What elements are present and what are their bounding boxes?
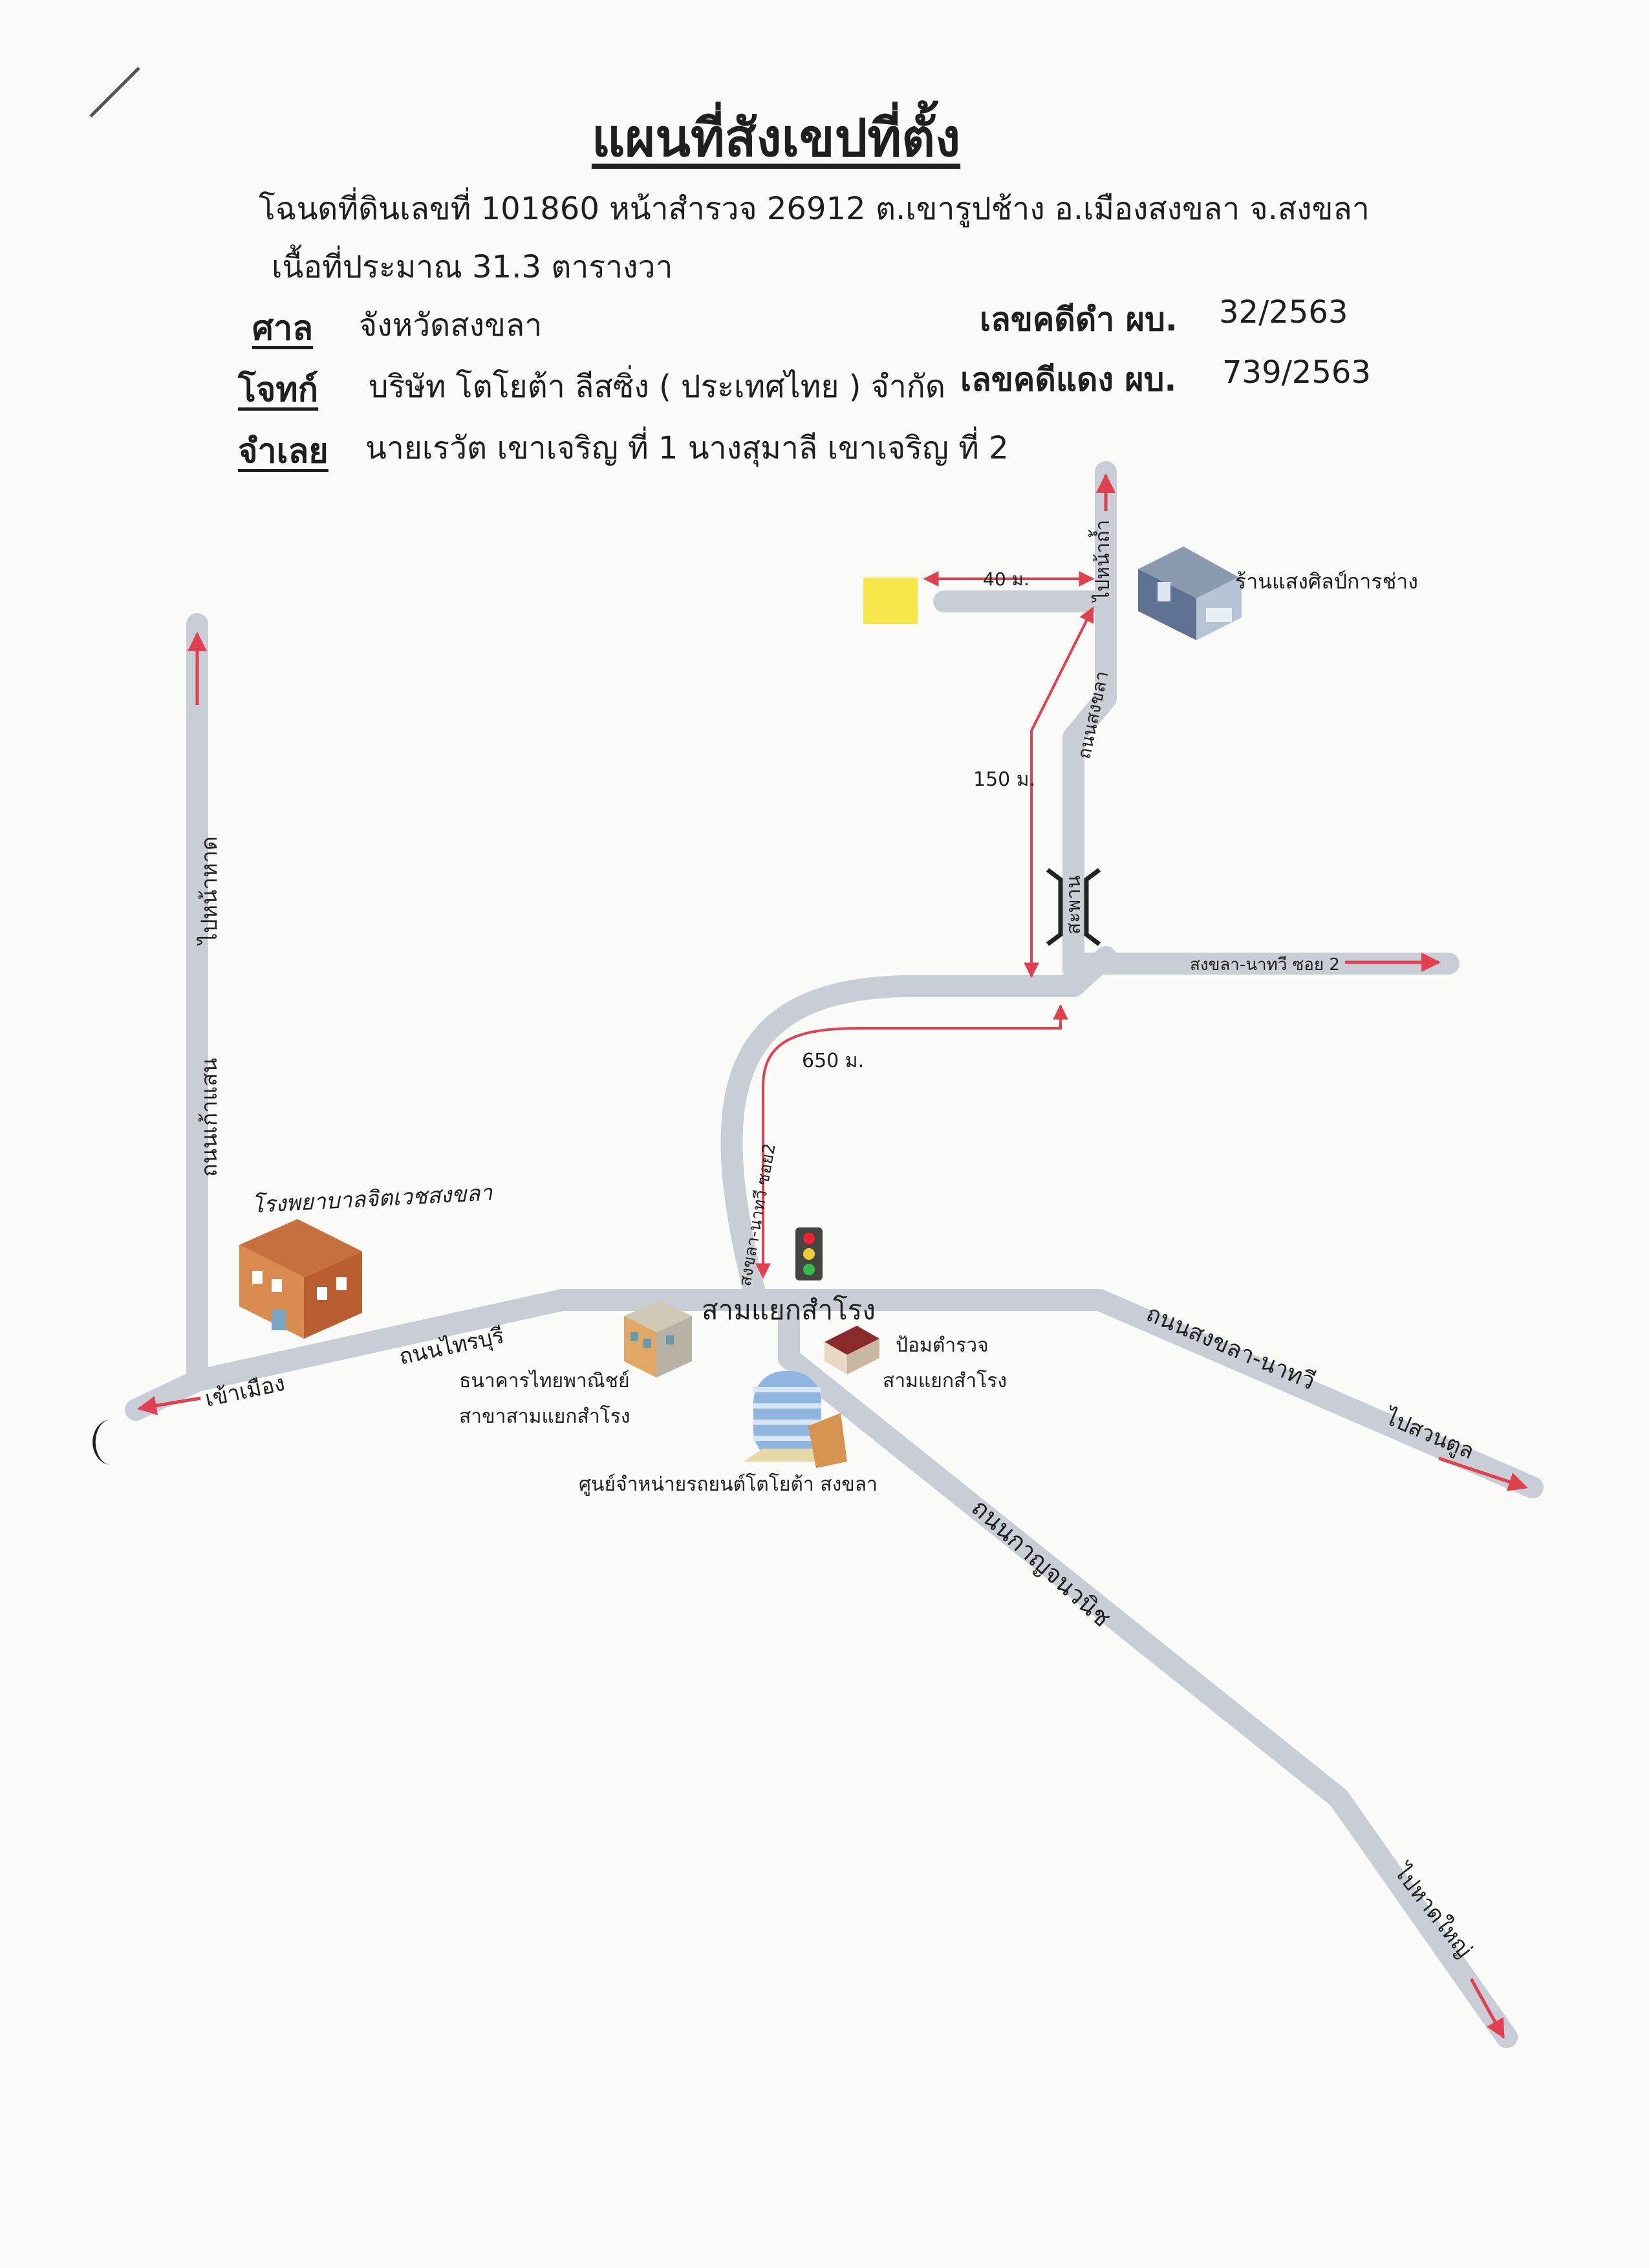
toyota-building-icon [744, 1371, 847, 1468]
scan-mark-line [89, 67, 140, 118]
deed-line: โฉนดที่ดินเลขที่ 101860 หน้าสำรวจ 26912 … [259, 191, 1370, 227]
label-dist-40: 40 ม. [983, 568, 1029, 590]
arrow-hatyai [1469, 1978, 1505, 2039]
arrow-650m [755, 1004, 1068, 1279]
court-value: จังหวัดสงขลา [359, 307, 543, 343]
defendant-label: จำเลย [238, 432, 329, 471]
label-road-kaoseng: ถนนเก้าแสน [197, 1058, 222, 1177]
black-case-value: 32/2563 [1219, 294, 1348, 330]
road-soi2-curve [720, 946, 1117, 1311]
defendant-value: นายเรวัต เขาเจริญ ที่ 1 นางสุมาลี เขาเจร… [365, 430, 1009, 466]
road-direction-arrows [137, 473, 1528, 2039]
road-kanchanawanit [778, 1289, 1518, 2048]
target-plot-marker [863, 578, 918, 624]
bank-building-icon [624, 1300, 692, 1377]
label-road-natawi: ถนนสงขลา-นาทวี [1142, 1301, 1319, 1396]
red-case-value: 739/2563 [1222, 354, 1371, 391]
label-toyota: ศูนย์จำหน่ายรถยนต์โตโยต้า สงขลา [579, 1473, 878, 1496]
court-label: ศาล [252, 309, 314, 348]
traffic-light-icon [795, 1227, 823, 1280]
label-junction: สามแยกสำโรง [702, 1294, 876, 1326]
red-case-label: เลขคดีแดง ผบ. [960, 361, 1177, 398]
label-bank-branch: สาขาสามแยกสำโรง [459, 1405, 630, 1428]
hospital-building-icon [239, 1219, 362, 1339]
shop-building-icon [1138, 546, 1242, 640]
arrow-west-city [137, 1396, 201, 1416]
page-title: แผนที่สังเขปที่ตั้ง [591, 108, 961, 168]
route-arrows [755, 571, 1095, 1279]
black-case-label: เลขคดีดำ ผบ. [980, 301, 1178, 338]
label-dist-150: 150 ม. [973, 768, 1035, 791]
road-traiburi [125, 1289, 1110, 1421]
area-line: เนื้อที่ประมาณ 31.3 ตารางวา [272, 249, 673, 285]
label-police: ป้อมตำรวจ [896, 1334, 989, 1357]
label-road-kanchanawanit: ถนนกาญจนวนิช [966, 1493, 1116, 1632]
label-police-place: สามแยกสำโรง [883, 1369, 1007, 1392]
label-to-nakhon: ไปหน้าถ้ำ [1088, 520, 1114, 603]
label-bank: ธนาคารไทยพาณิชย์ [459, 1369, 630, 1392]
label-dist-650: 650 ม. [802, 1050, 864, 1072]
plaintiff-value: บริษัท โตโยต้า ลีสซิ่ง ( ประเทศไทย ) จำก… [369, 369, 946, 405]
arrow-suantun [1438, 1456, 1528, 1491]
label-to-hat: ไปหน้าหาด [197, 836, 222, 946]
bridge-symbol [1046, 868, 1101, 946]
label-soi2-east: สงขลา-นาทวี ซอย 2 [1190, 955, 1340, 975]
label-shop: ร้านแสงศิลป์การช่าง [1235, 569, 1418, 594]
binder-hole-mark [92, 1420, 111, 1465]
arrow-150m [1024, 606, 1094, 978]
label-hospital: โรงพยาบาลจิตเวชสงขลา [251, 1180, 493, 1218]
label-bridge: สะพาน [1062, 875, 1085, 934]
road-natawi [1088, 1289, 1544, 1498]
police-box-icon [824, 1326, 879, 1374]
plaintiff-label: โจทก์ [238, 371, 319, 409]
